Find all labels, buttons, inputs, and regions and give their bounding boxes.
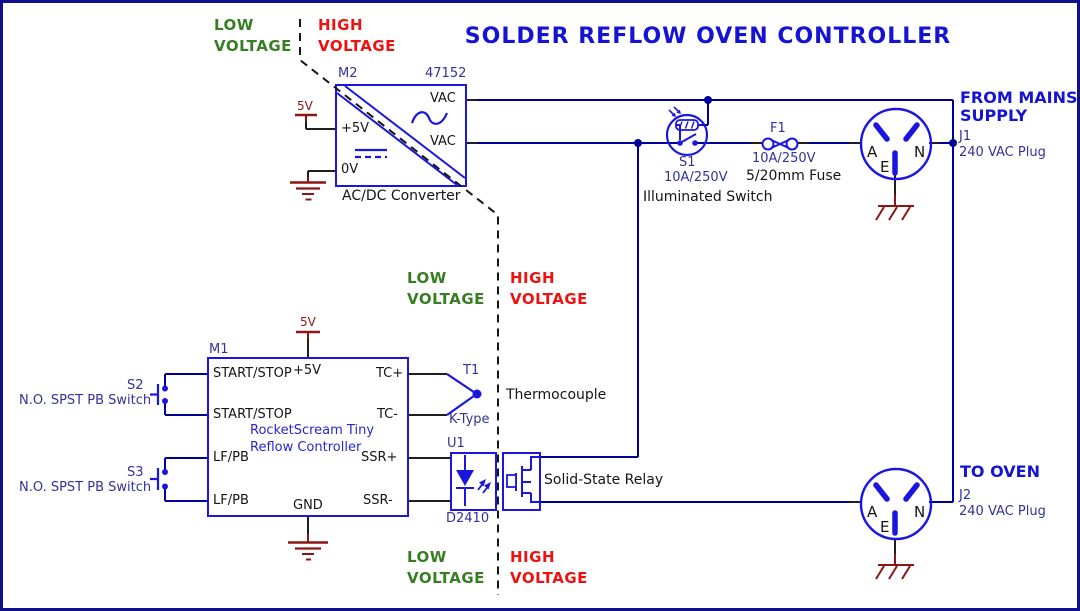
j2-pin-n: N [914, 503, 926, 521]
controller-pin-gnd: GND [293, 498, 323, 513]
controller-pin-ssrminus: SSR- [363, 493, 393, 508]
controller-5v-label: 5V [300, 315, 316, 329]
j2-ref: J2 [959, 488, 972, 503]
t1-caption: Thermocouple [506, 387, 607, 403]
zone-high-top-line1: HIGH [318, 16, 364, 34]
zone-high-mid-line2: VOLTAGE [510, 290, 588, 308]
j2-pin-a: A [867, 503, 878, 521]
pushbutton-s3-symbol [150, 468, 168, 490]
thermocouple-symbol [446, 373, 482, 416]
f1-rating: 10A/250V [752, 151, 816, 166]
j1-caption-line1: FROM MAINS [960, 88, 1078, 107]
controller-pin-ssrplus: SSR+ [361, 450, 398, 465]
voltage-divider-dashed-line [299, 19, 499, 595]
controller-ref: M1 [209, 342, 229, 357]
j2-value: 240 VAC Plug [959, 504, 1046, 519]
ac-sine-icon [410, 111, 449, 125]
zone-low-bottom-line1: LOW [407, 548, 447, 566]
zone-high-bottom-line2: VOLTAGE [510, 569, 588, 587]
lamp-icon [668, 106, 699, 131]
converter-pin-vac-bottom: VAC [430, 134, 456, 149]
junction-dots [634, 96, 957, 147]
j2-caption: TO OVEN [960, 462, 1040, 481]
controller-pin-plus5v: +5V [293, 363, 322, 378]
j1-caption-line2: SUPPLY [960, 106, 1028, 125]
mosfet-icon [506, 456, 540, 503]
controller-pin-lfpb-2: LF/PB [213, 493, 249, 508]
controller-name-line1: RocketScream Tiny [250, 423, 375, 438]
controller-pin-startstop-2: START/STOP [213, 407, 292, 422]
u1-ref: U1 [447, 436, 465, 451]
u1-value: D2410 [446, 511, 490, 526]
j1-pin-a: A [867, 143, 878, 161]
converter-5v-label: 5V [297, 99, 313, 113]
j1-ref: J1 [959, 129, 972, 144]
converter-5v-flag-icon [295, 113, 317, 121]
f1-ref: F1 [770, 121, 786, 136]
j2-earth-ground-icon [875, 554, 914, 580]
schematic-graphics [150, 19, 957, 595]
controller-pin-tcplus: TC+ [376, 366, 404, 381]
oven-plug-j2-symbol [859, 467, 933, 541]
pushbutton-s2-symbol [150, 384, 168, 405]
solid-state-relay-symbol [450, 452, 541, 511]
j1-pin-e: E [880, 158, 890, 176]
controller-ground-icon [288, 534, 328, 561]
mains-plug-j1-symbol [859, 107, 933, 181]
led-icon [456, 455, 491, 506]
converter-ground-icon [290, 177, 326, 201]
zone-low-top-line2: VOLTAGE [214, 37, 292, 55]
controller-5v-flag-icon [296, 330, 320, 339]
zone-low-mid-line2: VOLTAGE [407, 290, 485, 308]
f1-caption: 5/20mm Fuse [746, 168, 842, 184]
controller-pin-startstop-1: START/STOP [213, 366, 292, 381]
power-symbols [288, 113, 914, 580]
s3-desc: N.O. SPST PB Switch [19, 480, 152, 495]
page-title: SOLDER REFLOW OVEN CONTROLLER [464, 24, 952, 49]
s2-desc: N.O. SPST PB Switch [19, 393, 152, 408]
zone-high-bottom-line1: HIGH [510, 548, 556, 566]
controller-name-line2: Reflow Controller [250, 440, 362, 455]
controller-pin-lfpb-1: LF/PB [213, 450, 249, 465]
converter-pin-vac-top: VAC [430, 91, 456, 106]
fuse-symbol [761, 137, 799, 151]
zone-high-top-line2: VOLTAGE [318, 37, 396, 55]
pin-stubs [305, 99, 939, 554]
zone-low-bottom-line2: VOLTAGE [407, 569, 485, 587]
zone-low-mid-line1: LOW [407, 269, 447, 287]
s1-caption: Illuminated Switch [643, 189, 773, 205]
converter-value: 47152 [425, 66, 467, 81]
t1-type: K-Type [449, 412, 490, 427]
converter-pin-0v: 0V [341, 162, 359, 177]
j1-earth-ground-icon [875, 195, 914, 221]
converter-caption: AC/DC Converter [342, 188, 461, 204]
j1-pin-n: N [914, 143, 926, 161]
s3-ref: S3 [127, 465, 144, 480]
illuminated-switch-symbol [665, 106, 709, 157]
j2-pin-e: E [880, 518, 890, 536]
zone-high-mid-line1: HIGH [510, 269, 556, 287]
s1-rating: 10A/250V [664, 170, 728, 185]
j1-value: 240 VAC Plug [959, 145, 1046, 160]
converter-ref: M2 [338, 66, 358, 81]
s1-ref: S1 [679, 155, 696, 170]
u1-caption: Solid-State Relay [544, 472, 664, 488]
s2-ref: S2 [127, 378, 144, 393]
converter-pin-plus5v: +5V [341, 121, 370, 136]
reflow-controller-symbol [207, 357, 409, 517]
ac-dc-converter-symbol [335, 84, 467, 187]
t1-ref: T1 [463, 363, 480, 378]
zone-low-top-line1: LOW [214, 16, 254, 34]
controller-pin-tcminus: TC- [377, 407, 398, 422]
